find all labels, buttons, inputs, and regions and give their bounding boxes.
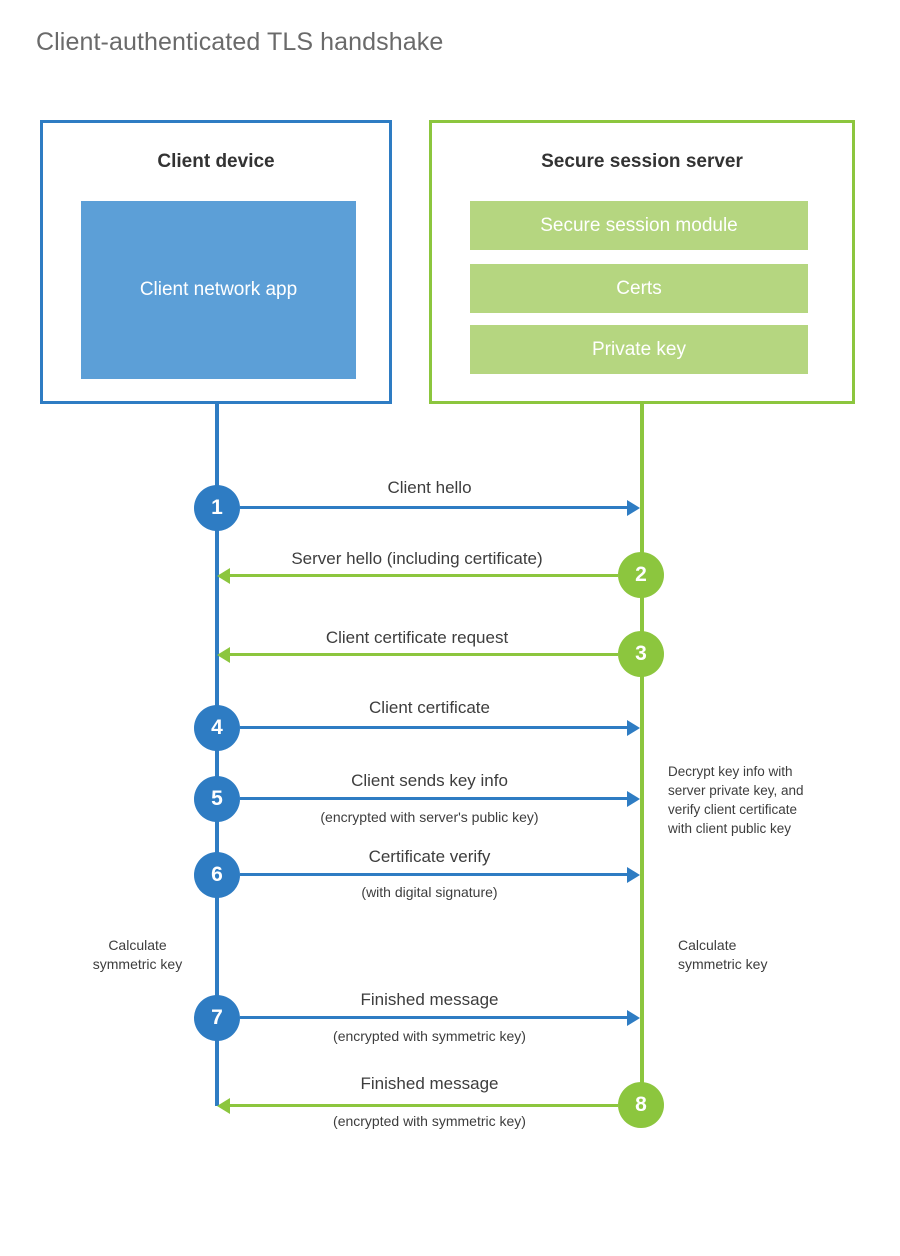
note-decrypt-key-info: Decrypt key info with server private key… xyxy=(668,762,853,838)
step-1-marker: 1 xyxy=(194,485,240,531)
client-network-app-block: Client network app xyxy=(81,201,356,379)
server-component-label: Private key xyxy=(592,338,686,360)
step-4-label: Client certificate xyxy=(369,698,490,717)
secure-session-server-box: Secure session server Secure session mod… xyxy=(429,120,855,404)
step-8-label: Finished message xyxy=(360,1074,499,1093)
client-device-title: Client device xyxy=(157,151,275,172)
server-component-secure-session-module: Secure session module xyxy=(470,201,808,250)
step-3-marker: 3 xyxy=(618,631,664,677)
note-line: symmetric key xyxy=(92,956,183,972)
arrow-head-right-icon xyxy=(627,866,640,883)
note-line: verify client certificate xyxy=(668,802,798,817)
step-5-label: Client sends key info xyxy=(351,771,508,790)
arrow-head-right-icon xyxy=(627,1009,640,1026)
step-8-arrow xyxy=(217,1097,618,1114)
page-title: Client-authenticated TLS handshake xyxy=(36,28,444,56)
step-8-marker: 8 xyxy=(618,1082,664,1128)
step-5-marker: 5 xyxy=(194,776,240,822)
arrow-head-right-icon xyxy=(627,499,640,516)
step-2-marker: 2 xyxy=(618,552,664,598)
server-component-certs: Certs xyxy=(470,264,808,313)
step-3-arrow xyxy=(217,646,618,663)
secure-session-server-title: Secure session server xyxy=(541,151,743,172)
arrow-head-right-icon xyxy=(627,719,640,736)
step-5-sublabel: (encrypted with server's public key) xyxy=(320,809,539,825)
step-3-label: Client certificate request xyxy=(325,628,509,647)
step-6-sublabel: (with digital signature) xyxy=(361,884,498,900)
client-lifeline xyxy=(215,404,219,1106)
step-4-marker: 4 xyxy=(194,705,240,751)
arrow-head-right-icon xyxy=(627,790,640,807)
arrow-head-left-icon xyxy=(217,567,230,584)
note-line: Calculate xyxy=(108,937,167,953)
step-2-label: Server hello (including certificate) xyxy=(291,549,543,568)
step-6-arrow xyxy=(240,866,640,883)
server-component-private-key: Private key xyxy=(470,325,808,374)
note-line: Calculate xyxy=(678,937,737,953)
step-1-label: Client hello xyxy=(387,478,472,497)
client-device-box: Client device Client network app xyxy=(40,120,392,404)
step-7-label: Finished message xyxy=(360,990,499,1009)
step-6-label: Certificate verify xyxy=(368,847,491,866)
note-line: Decrypt key info with xyxy=(668,764,793,779)
note-line: symmetric key xyxy=(678,956,768,972)
step-4-arrow xyxy=(240,719,640,736)
note-line: server private key, and xyxy=(668,783,804,798)
server-component-label: Secure session module xyxy=(540,214,738,236)
note-line: with client public key xyxy=(668,821,792,836)
step-1-arrow xyxy=(240,499,640,516)
step-7-marker: 7 xyxy=(194,995,240,1041)
server-lifeline xyxy=(640,404,644,1106)
step-7-arrow xyxy=(240,1009,640,1026)
note-calculate-symmetric-key-server: Calculate symmetric key xyxy=(678,936,838,974)
arrow-head-left-icon xyxy=(217,1097,230,1114)
step-8-sublabel: (encrypted with symmetric key) xyxy=(333,1113,526,1129)
step-2-arrow xyxy=(217,567,618,584)
step-6-marker: 6 xyxy=(194,852,240,898)
note-calculate-symmetric-key-client: Calculate symmetric key xyxy=(60,936,215,974)
server-component-label: Certs xyxy=(616,277,662,299)
client-network-app-label: Client network app xyxy=(139,279,298,300)
arrow-head-left-icon xyxy=(217,646,230,663)
step-7-sublabel: (encrypted with symmetric key) xyxy=(333,1028,526,1044)
step-5-arrow xyxy=(240,790,640,807)
